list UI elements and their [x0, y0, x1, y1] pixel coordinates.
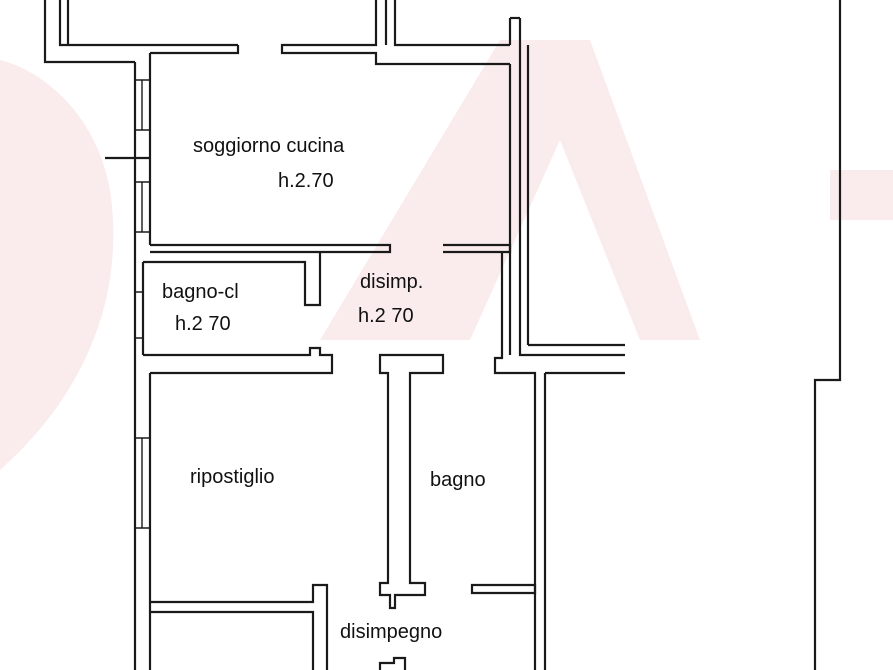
label-disimpegno: disimpegno: [340, 621, 442, 643]
window-bagno-cl: [135, 291, 143, 339]
wall-ripostiglio-bottom-2: [150, 610, 315, 670]
wall-bagno-bottom: [470, 583, 537, 595]
wall-top-mid-a: [280, 0, 510, 66]
window-left-2: [135, 181, 150, 233]
window-left-1: [135, 79, 150, 131]
wall-top-left-inner: [58, 0, 238, 47]
wall-top-left: [43, 0, 135, 64]
wall-bagno-cl-top: [143, 252, 322, 307]
label-ripostiglio: ripostiglio: [190, 466, 274, 488]
walls: [43, 0, 842, 670]
label-soggiorno-height: h.2.70: [278, 170, 334, 192]
label-bagno-cl: bagno-cl: [162, 281, 239, 303]
wall-ripostiglio-bottom: [150, 583, 329, 670]
wall-right-2: [518, 45, 625, 357]
label-disimp-height: h.2 70: [358, 305, 414, 327]
wall-mid-top-lower: [150, 45, 240, 55]
wall-disimp-right-2: [543, 371, 625, 670]
label-bagno-cl-height: h.2 70: [175, 313, 231, 335]
watermark-circle: [0, 60, 114, 470]
wall-bagno-cl-bottom: [143, 346, 334, 375]
wall-far-right: [813, 0, 842, 670]
window-ripostiglio: [135, 437, 150, 529]
wall-soggiorno-bottom: [150, 243, 392, 254]
wall-bottom-stub: [378, 656, 407, 670]
label-bagno: bagno: [430, 469, 486, 491]
label-disimp: disimp.: [360, 271, 423, 293]
wall-top-mid-b: [393, 0, 510, 47]
wall-center-column: [378, 353, 445, 610]
wall-disimp-right: [493, 252, 537, 670]
label-soggiorno-cucina: soggiorno cucina: [193, 135, 345, 157]
room-labels: soggiorno cucina h.2.70 bagno-cl h.2 70 …: [162, 135, 486, 643]
